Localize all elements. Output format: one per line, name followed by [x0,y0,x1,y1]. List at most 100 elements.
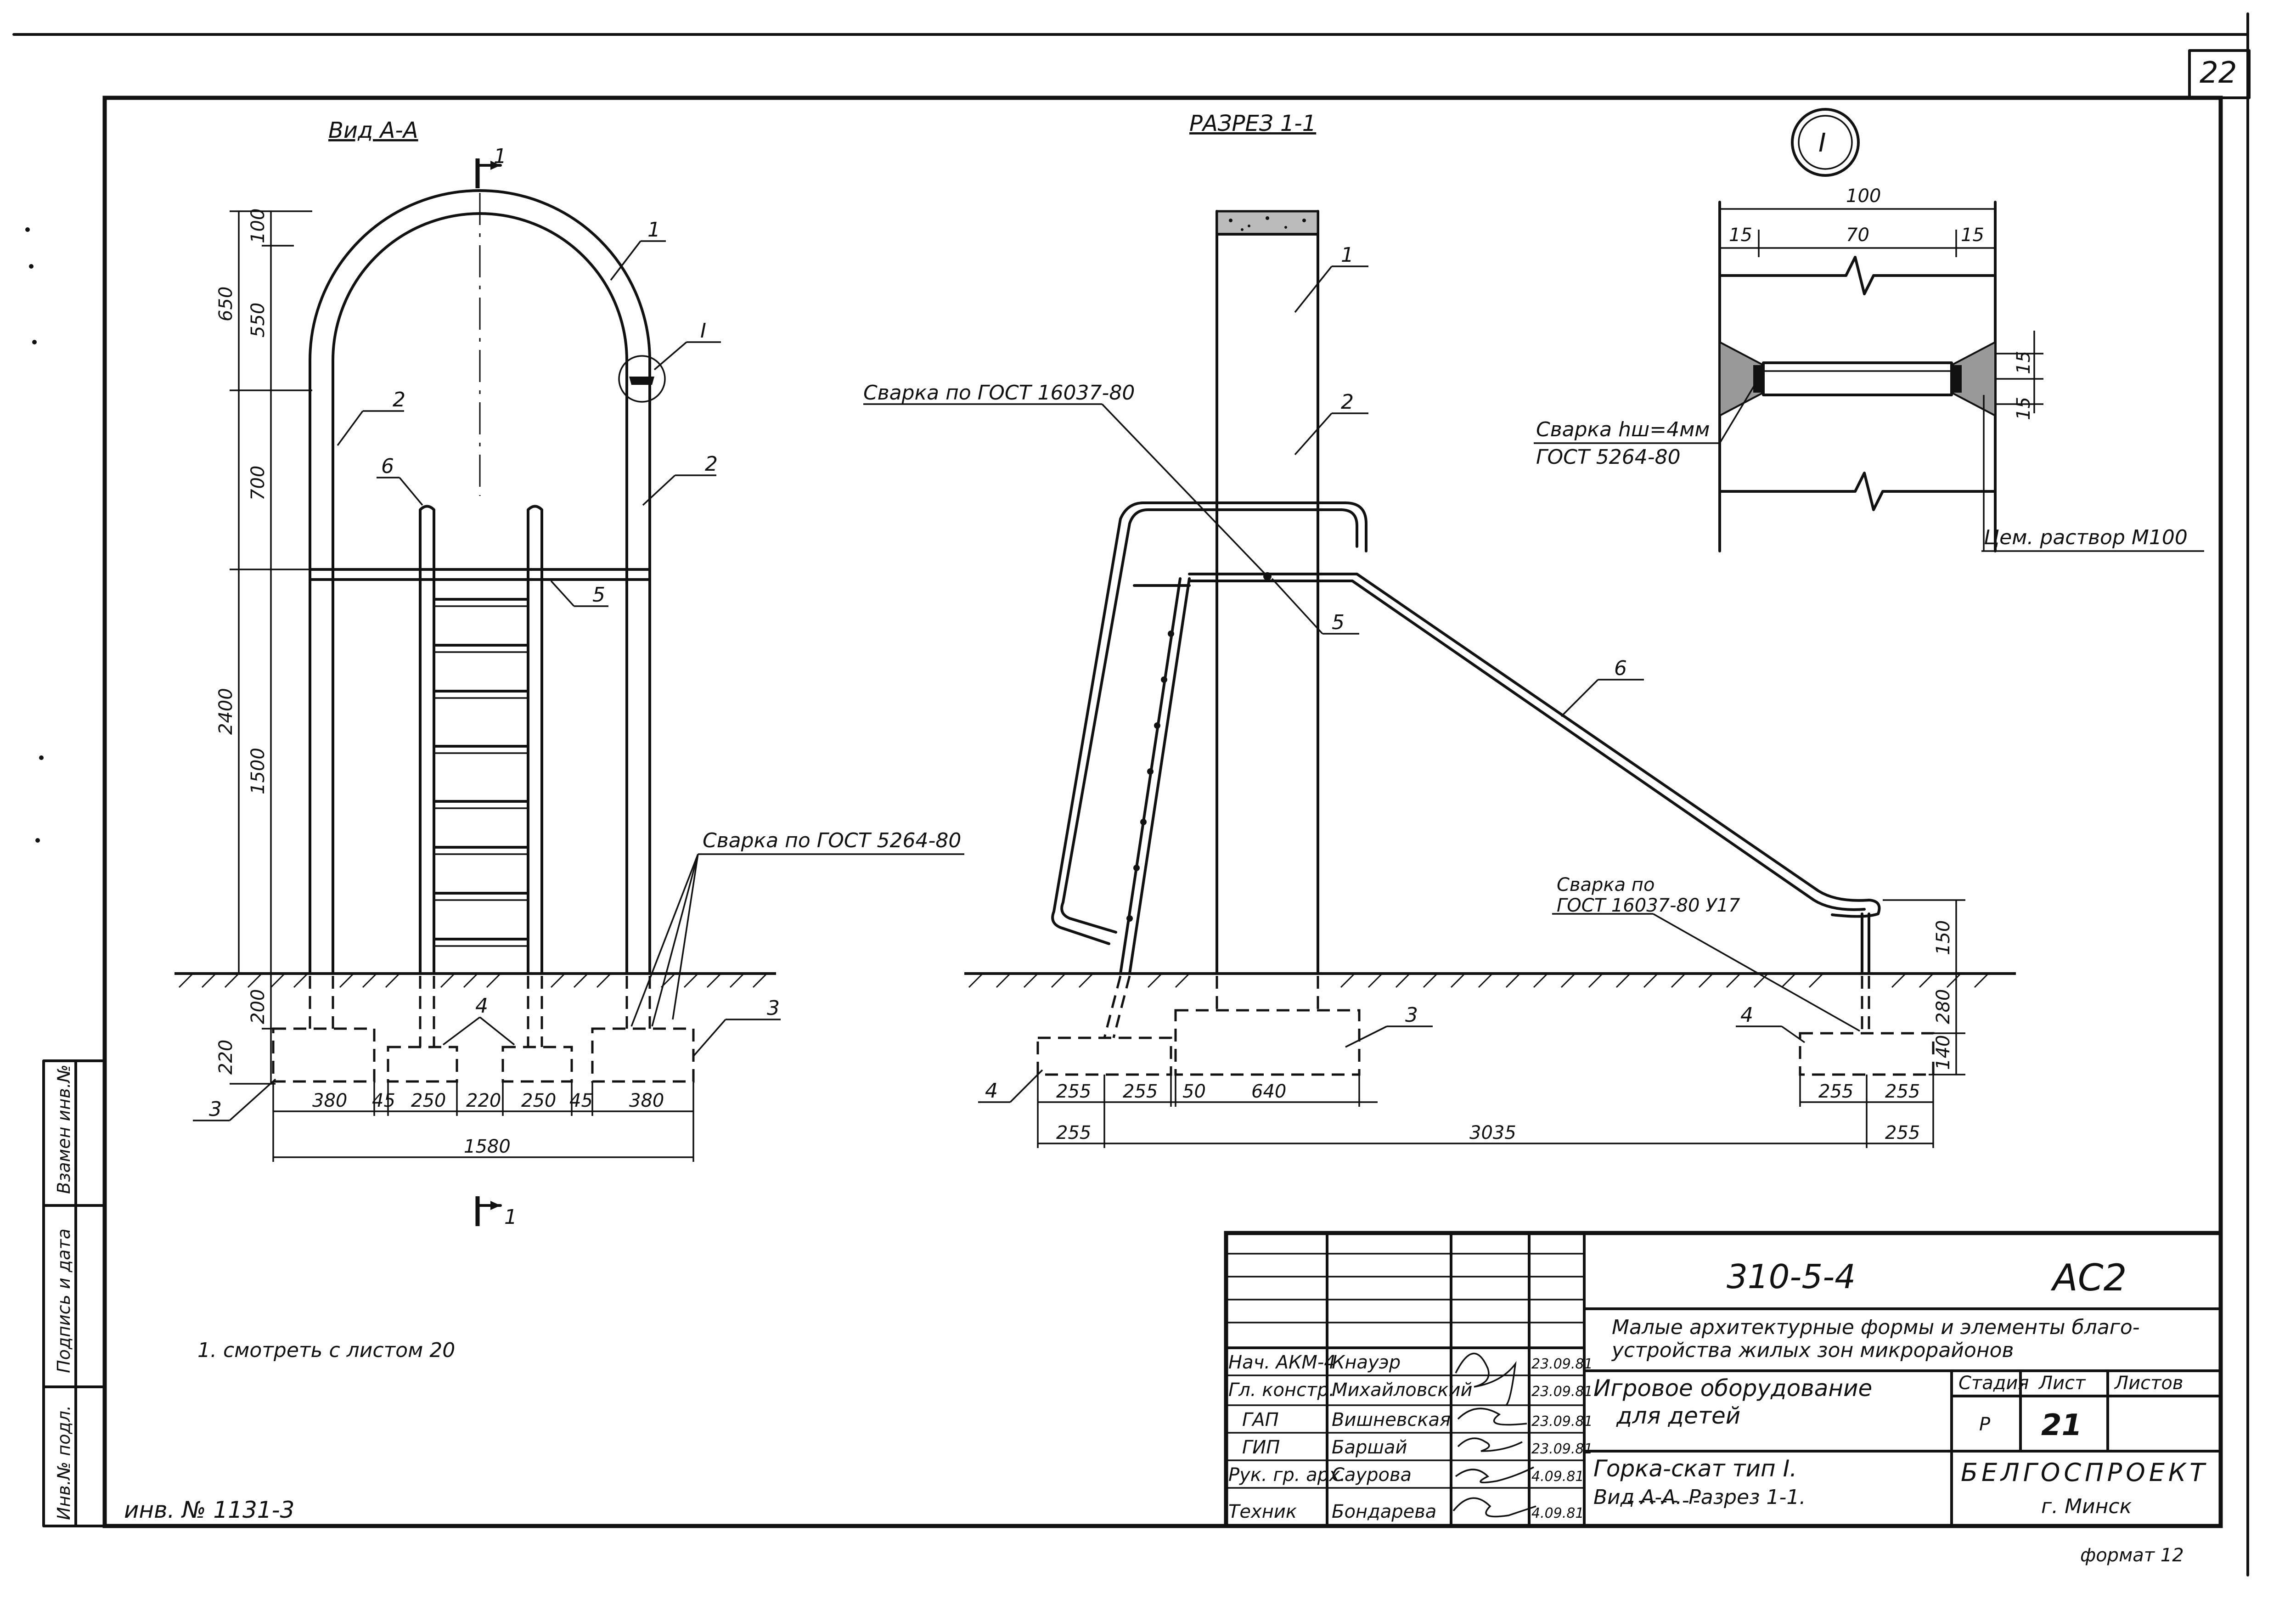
title-sheet-value: 21 [2041,1408,2082,1442]
dim-200: 200 [248,989,269,1024]
person-role-1: Нач. АКМ-4 [1228,1352,1336,1373]
person-role-3: ГАП [1242,1409,1279,1430]
section-dim-255-d: 255 [1885,1081,1920,1102]
detail-dim-70: 70 [1846,225,1869,246]
title-sheets-header: Листов [2114,1373,2183,1394]
inventory-number: инв. № 1131-3 [124,1497,294,1523]
person-date-3: 23.09.81 [1531,1413,1593,1430]
title-object-line2: для детей [1616,1402,1740,1429]
section-dim-255-a: 255 [1056,1081,1091,1102]
callout-footing-3-left: 3 [209,1098,222,1121]
section-dim-3035: 3035 [1469,1122,1516,1143]
title-stage-value: Р [1979,1414,1991,1435]
person-date-1: 23.09.81 [1531,1356,1593,1372]
section-weld-note-top: Сварка по ГОСТ 16037-80 [863,381,1135,405]
person-date-2: 23.09.81 [1531,1384,1593,1400]
section-dim-255-c: 255 [1818,1081,1853,1102]
person-name-3: Вишневская [1332,1409,1451,1430]
section-dim-140: 140 [1933,1035,1954,1070]
detail-I-drawing [1534,108,2204,552]
sheet-code: АС2 [2050,1256,2127,1299]
view-a-section-mark-top: 1 [494,145,506,168]
dim-2400: 2400 [215,688,236,735]
document-code: 310-5-4 [1727,1257,1856,1296]
person-date-4: 23.09.81 [1531,1441,1593,1457]
dim-bottom-380-right: 380 [629,1090,664,1111]
section-dim-255-e: 255 [1056,1122,1091,1143]
section-callout-footing-4-right: 4 [1740,1003,1753,1027]
dim-1500: 1500 [248,748,269,794]
person-role-2: Гл. констр. [1228,1380,1334,1401]
title-block-grid [1224,1231,2223,1528]
section-callout-footing-3: 3 [1405,1003,1418,1027]
title-drawing-line1: Горка-скат тип I. [1593,1455,1797,1482]
callout-footing-3-right: 3 [767,997,780,1020]
section-weld-note-bottom-line2: ГОСТ 16037-80 У17 [1557,895,1740,916]
person-date-5: 4.09.81 [1531,1469,1584,1485]
drawing-frame [12,12,2251,1577]
dim-bottom-45-right: 45 [569,1090,593,1111]
person-date-6: 4.09.81 [1531,1505,1584,1521]
sheet-note: 1. смотреть с листом 20 [197,1339,455,1362]
detail-weld-note-line1: Сварка hш=4мм [1536,418,1710,441]
callout-post-2-left: 2 [393,388,405,411]
side-stamp-original-inv: Инв.№ подл. [54,1405,74,1520]
dim-220: 220 [215,1040,236,1075]
title-stage-header: Стадия [1958,1373,2029,1394]
dim-bottom-250-left: 250 [411,1090,446,1111]
callout-detail-I: I [700,319,706,343]
person-role-5: Рук. гр. арх. [1228,1464,1346,1486]
person-name-1: Кнауэр [1332,1352,1401,1373]
section-dim-280: 280 [1933,989,1954,1024]
callout-arch-1: 1 [647,218,660,242]
section-dim-150: 150 [1933,920,1954,955]
detail-dim-15-left: 15 [1729,225,1752,246]
person-name-5: Саурова [1332,1464,1412,1486]
section-callout-footing-4-left: 4 [985,1079,998,1103]
dim-650: 650 [215,287,236,321]
section-callout-post-1: 1 [1341,243,1354,267]
detail-dim-100: 100 [1846,186,1881,207]
callout-ladder-6: 6 [381,455,394,478]
view-a-section-mark-bottom: 1 [504,1205,517,1229]
side-stamp-signature-date: Подпись и дата [54,1228,74,1373]
section-callout-post-2: 2 [1341,390,1354,414]
detail-dim-15-top: 15 [2013,351,2034,374]
dim-100: 100 [248,208,269,243]
section-callout-slide-6: 6 [1614,657,1627,680]
dim-bottom-220: 220 [466,1090,501,1111]
section-dim-640: 640 [1251,1081,1286,1102]
title-drawing-line2: Вид А-А. Разрез 1-1. [1593,1486,1806,1509]
title-sheet-header: Лист [2038,1373,2086,1394]
section-dim-255-b: 255 [1123,1081,1158,1102]
view-a-drawing [174,158,964,1226]
detail-I-mark: I [1818,128,1826,158]
dim-bottom-250-right: 250 [521,1090,556,1111]
page-number: 22 [2200,56,2237,90]
detail-dim-15-bottom: 15 [2013,397,2034,420]
section-dim-255-f: 255 [1885,1122,1920,1143]
person-name-2: Михайловский [1332,1380,1472,1401]
section-weld-note-bottom-line1: Сварка по [1557,874,1654,895]
side-stamp-replaced-inv: Взамен инв.№ [54,1064,74,1194]
callout-crossbar-5: 5 [592,583,605,607]
person-role-4: ГИП [1242,1437,1280,1458]
dim-550: 550 [248,303,269,338]
person-name-4: Баршай [1332,1437,1407,1458]
section-dim-50: 50 [1182,1081,1206,1102]
section-drawing [863,210,2016,1148]
dim-total-1580: 1580 [464,1136,511,1157]
side-stamp [42,1059,106,1527]
detail-mortar-note: Цем. раствор М100 [1984,526,2188,549]
person-name-6: Бондарева [1332,1501,1436,1522]
section-callout-5: 5 [1332,611,1345,634]
detail-weld-note-line2: ГОСТ 5264-80 [1536,445,1681,469]
sheet-format: формат 12 [2080,1545,2184,1566]
title-org-line1: БЕЛГОСПРОЕКТ [1961,1458,2208,1487]
detail-dim-15-right: 15 [1961,225,1984,246]
section-title: РАЗРЕЗ 1-1 [1189,111,1316,136]
dim-bottom-380-left: 380 [312,1090,347,1111]
dim-bottom-45-left: 45 [372,1090,395,1111]
view-a-weld-note: Сварка по ГОСТ 5264-80 [703,829,961,852]
title-description-line1: Малые архитектурные формы и элементы бла… [1612,1316,2140,1339]
